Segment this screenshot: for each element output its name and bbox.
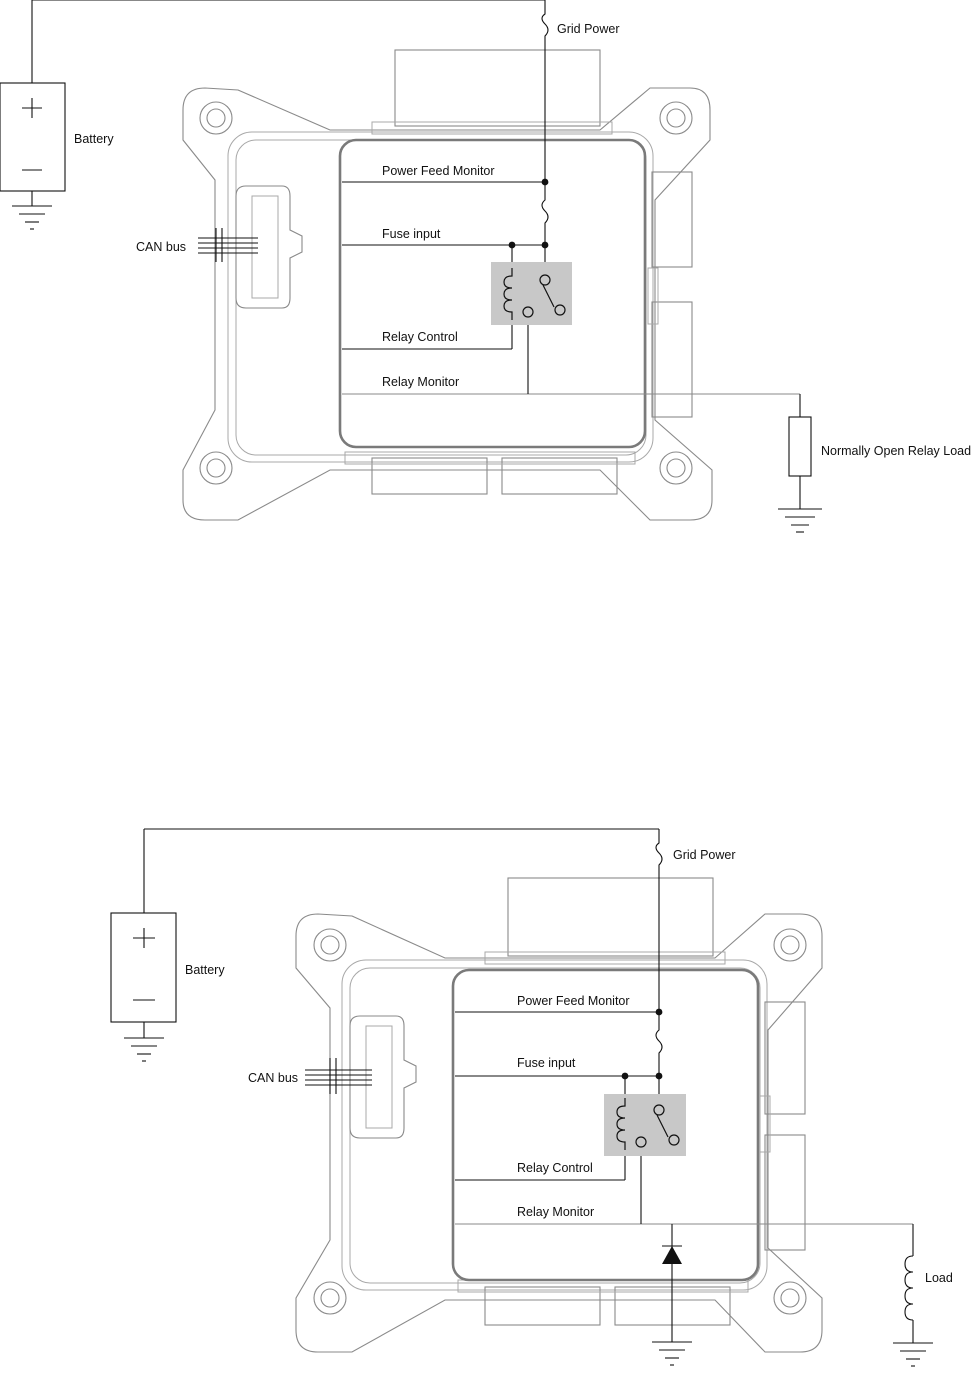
controller-housing bbox=[295, 877, 823, 1353]
load-ground-symbol bbox=[893, 1342, 933, 1367]
junction-dot bbox=[541, 241, 549, 249]
power-feed-monitor-label: Power Feed Monitor bbox=[517, 994, 630, 1008]
flyback-diode bbox=[662, 1224, 682, 1342]
normally-open-load bbox=[788, 394, 812, 509]
relay-control-label: Relay Control bbox=[517, 1161, 593, 1175]
load-label: Load bbox=[925, 1271, 953, 1285]
diagram-inductive-load: Grid Power Battery CAN bus Power Feed Mo… bbox=[110, 828, 953, 1367]
relay-monitor-label: Relay Monitor bbox=[517, 1205, 594, 1219]
relay-control-label: Relay Control bbox=[382, 330, 458, 344]
diode-ground-symbol bbox=[652, 1341, 692, 1366]
internal-wiring bbox=[342, 178, 800, 395]
battery-label: Battery bbox=[185, 963, 225, 977]
can-bus-label: CAN bus bbox=[136, 240, 186, 254]
internal-wiring bbox=[455, 1008, 913, 1225]
inductive-load-coil bbox=[904, 1224, 914, 1343]
can-bus-connector bbox=[198, 185, 303, 309]
can-bus-label: CAN bus bbox=[248, 1071, 298, 1085]
relay-block bbox=[604, 1094, 686, 1156]
grid-power-label: Grid Power bbox=[673, 848, 736, 862]
junction-dot bbox=[621, 1072, 629, 1080]
battery-symbol bbox=[110, 829, 177, 1038]
grid-power-wire bbox=[144, 828, 663, 1100]
load-label: Normally Open Relay Load bbox=[821, 444, 971, 458]
battery-symbol bbox=[0, 0, 66, 206]
relay-block bbox=[491, 262, 572, 325]
grid-power-label: Grid Power bbox=[557, 22, 620, 36]
diagram-normally-open-relay-load: Grid Power Battery CAN bus Power Feed Mo… bbox=[0, 0, 971, 533]
battery-ground-symbol bbox=[124, 1037, 164, 1062]
load-ground-symbol bbox=[778, 508, 822, 533]
junction-dot bbox=[655, 1072, 663, 1080]
junction-dot bbox=[541, 178, 549, 186]
junction-dot bbox=[508, 241, 516, 249]
can-bus-connector bbox=[305, 1015, 417, 1139]
battery-label: Battery bbox=[74, 132, 114, 146]
junction-dot bbox=[655, 1008, 663, 1016]
controller-housing bbox=[182, 49, 713, 521]
battery-ground-symbol bbox=[12, 205, 52, 230]
fuse-input-label: Fuse input bbox=[382, 227, 441, 241]
fuse-input-label: Fuse input bbox=[517, 1056, 576, 1070]
power-feed-monitor-label: Power Feed Monitor bbox=[382, 164, 495, 178]
relay-monitor-label: Relay Monitor bbox=[382, 375, 459, 389]
